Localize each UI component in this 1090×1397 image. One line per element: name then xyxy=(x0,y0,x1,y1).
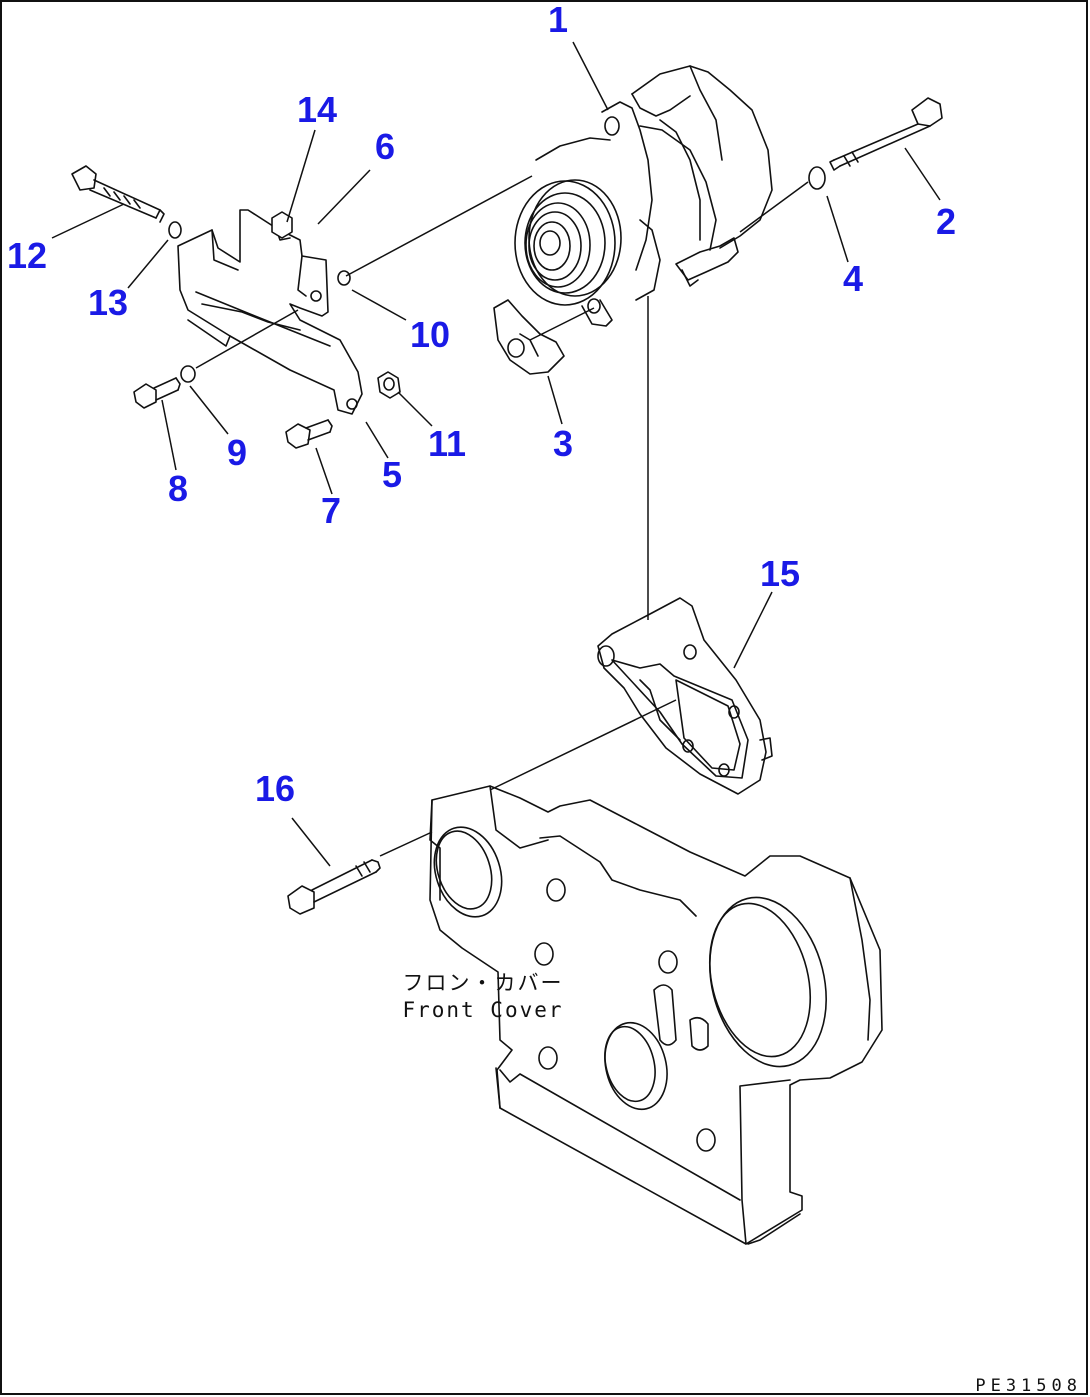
part-label-14: 14 xyxy=(297,89,337,130)
part-label-7: 7 xyxy=(321,490,341,531)
part-label-3: 3 xyxy=(553,423,573,464)
part-label-11: 11 xyxy=(428,423,466,464)
front-cover-label-en: Front Cover xyxy=(402,998,563,1022)
part-label-1: 1 xyxy=(548,0,568,40)
washer-9-part xyxy=(180,365,196,383)
nut-11-part xyxy=(377,371,401,399)
bracket-15-part xyxy=(597,597,773,795)
part-label-9: 9 xyxy=(227,432,247,473)
bolt-12-part xyxy=(71,165,165,223)
part-label-13: 13 xyxy=(88,282,128,323)
bolt-8-part xyxy=(133,377,181,409)
stay-bracket-part xyxy=(177,209,363,415)
part-label-10: 10 xyxy=(410,314,450,355)
part-label-16: 16 xyxy=(255,768,295,809)
leader-lines xyxy=(51,41,941,867)
washer-13-part xyxy=(168,221,182,239)
bolt-2-part xyxy=(829,97,943,171)
washer-10-part xyxy=(337,270,351,286)
front-cover-label-jp: フロン・カバー xyxy=(403,971,564,995)
part-label-15: 15 xyxy=(760,553,800,594)
drawing-code: PE31508 xyxy=(975,1376,1082,1396)
washer-4-part xyxy=(808,166,826,190)
part-label-12: 12 xyxy=(7,235,47,276)
nut-14-part xyxy=(271,211,293,239)
part-label-6: 6 xyxy=(375,126,395,167)
bolt-16-part xyxy=(287,859,381,915)
front-cover-part xyxy=(429,785,883,1245)
part-label-4: 4 xyxy=(843,258,863,299)
alternator-1-part xyxy=(514,65,773,327)
part-label-8: 8 xyxy=(168,468,188,509)
part-label-2: 2 xyxy=(936,201,956,242)
part-labels: 1 2 3 4 5 6 7 8 9 10 11 12 13 14 15 16 xyxy=(7,0,956,809)
mount-3-part xyxy=(493,299,565,375)
part-label-5: 5 xyxy=(382,454,402,495)
bolt-7-part xyxy=(285,419,333,449)
